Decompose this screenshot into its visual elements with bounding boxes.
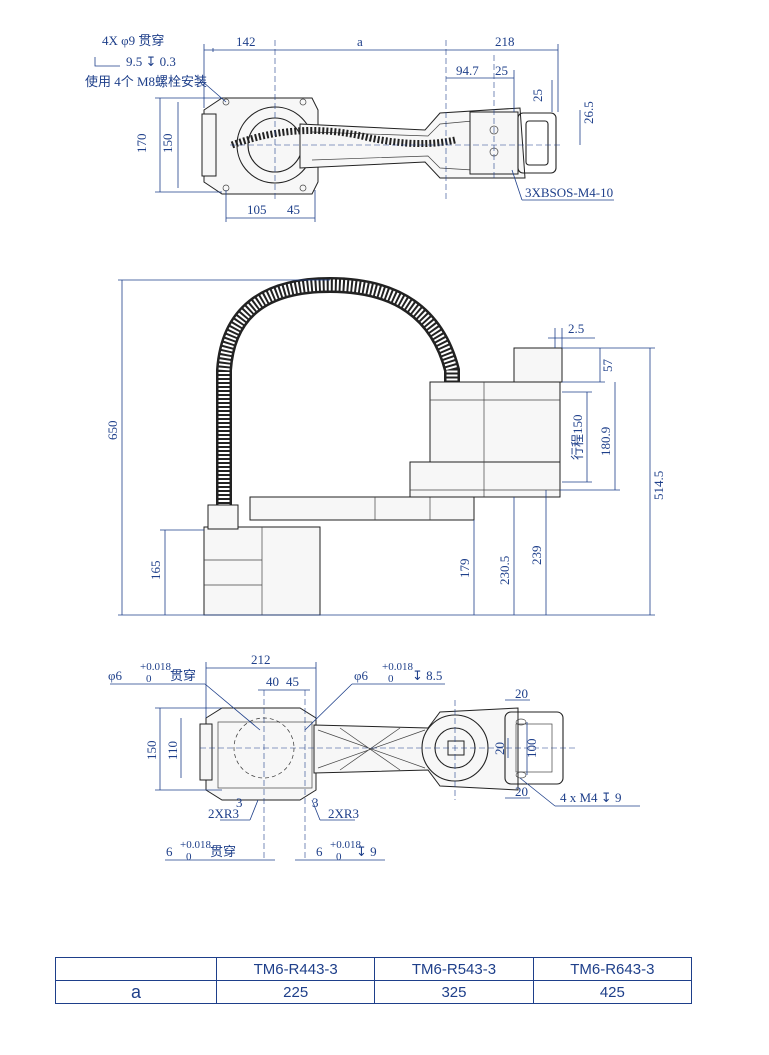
dim-20-top: 20 [515, 686, 528, 701]
dim-105: 105 [247, 202, 267, 217]
bottom-right-depth: ↧ 9 [356, 844, 377, 859]
counterbore-note: 9.5 ↧ 0.3 [126, 54, 176, 69]
table-row-label: a [55, 980, 217, 1004]
table-header-cell: TM6-R543-3 [374, 957, 534, 981]
dim-20-vertical: 20 [492, 742, 507, 755]
table-header-cell: TM6-R643-3 [532, 957, 693, 981]
tol-lower-br: 0 [336, 851, 342, 863]
dim-2-5: 2.5 [568, 321, 584, 336]
pin-hole-through: φ6 [108, 668, 123, 683]
dim-180-9: 180.9 [598, 427, 613, 456]
pin-hole-depth: φ6 [354, 668, 369, 683]
dim-212: 212 [251, 652, 271, 667]
dim-150-bottom: 150 [144, 741, 159, 761]
dim-3-left: 3 [236, 795, 243, 810]
dim-218: 218 [495, 34, 515, 49]
dim-239: 239 [529, 546, 544, 566]
top-view: 142 a 218 94.7 25 25 26.5 170 150 105 45… [85, 33, 614, 222]
dim-25: 25 [495, 63, 508, 78]
dim-stroke-150: 行程150 [570, 414, 585, 460]
tol-upper-left: +0.018 [140, 661, 171, 673]
dim-57: 57 [600, 359, 615, 373]
tol-lower-bl: 0 [186, 851, 192, 863]
table-row: a 225 325 425 [55, 980, 693, 1004]
table-header-row: TM6-R443-3 TM6-R543-3 TM6-R643-3 [55, 957, 693, 981]
dim-514-5: 514.5 [651, 471, 666, 500]
tol-upper-br: +0.018 [330, 839, 361, 851]
tol-lower-left: 0 [146, 673, 152, 685]
table-cell: 225 [215, 980, 376, 1004]
bottom-view: 212 40 45 φ6 +0.018 0 贯穿 φ6 +0.018 0 ↧ 8… [108, 652, 640, 863]
depth-8-5: ↧ 8.5 [412, 668, 442, 683]
dim-26-5: 26.5 [581, 101, 596, 124]
bottom-left-through: 贯穿 [210, 844, 236, 859]
dim-94-7: 94.7 [456, 63, 479, 78]
dim-230-5: 230.5 [497, 556, 512, 585]
dim-3-right: 3 [312, 795, 319, 810]
dim-25-vertical: 25 [530, 89, 545, 102]
side-view: 650 165 179 230.5 239 2.5 57 行程150 180.9… [105, 276, 666, 616]
tol-lower-right: 0 [388, 673, 394, 685]
dim-100: 100 [524, 739, 539, 759]
table-header-cell [55, 957, 217, 981]
dim-110: 110 [165, 741, 180, 760]
holes-note: 4X φ9 贯穿 [102, 33, 164, 48]
tol-upper-right: +0.018 [382, 661, 413, 673]
table-cell: 425 [532, 980, 693, 1004]
dim-150: 150 [160, 134, 175, 154]
radius-note-right: 2XR3 [328, 806, 359, 821]
dim-142: 142 [236, 34, 256, 49]
dim-179: 179 [457, 559, 472, 579]
dim-40: 40 [266, 674, 279, 689]
dim-a: a [357, 34, 363, 49]
dim-45-bottom: 45 [286, 674, 299, 689]
screw-note: 3XBSOS-M4-10 [525, 185, 613, 200]
dim-165: 165 [148, 561, 163, 581]
bottom-left-num: 6 [166, 844, 173, 859]
through-label: 贯穿 [170, 668, 196, 683]
model-dimension-table: TM6-R443-3 TM6-R543-3 TM6-R643-3 a 225 3… [55, 957, 693, 1004]
dim-45: 45 [287, 202, 300, 217]
tol-upper-bl: +0.018 [180, 839, 211, 851]
dim-170: 170 [134, 134, 149, 154]
thread-note: 4 x M4 ↧ 9 [560, 790, 621, 805]
dim-650: 650 [105, 421, 120, 441]
dim-20-bottom: 20 [515, 784, 528, 799]
mounting-note: 使用 4个 M8螺栓安装 [85, 74, 207, 89]
table-cell: 325 [374, 980, 534, 1004]
table-header-cell: TM6-R443-3 [215, 957, 376, 981]
bottom-right-num: 6 [316, 844, 323, 859]
radius-note-left: 2XR3 [208, 806, 239, 821]
